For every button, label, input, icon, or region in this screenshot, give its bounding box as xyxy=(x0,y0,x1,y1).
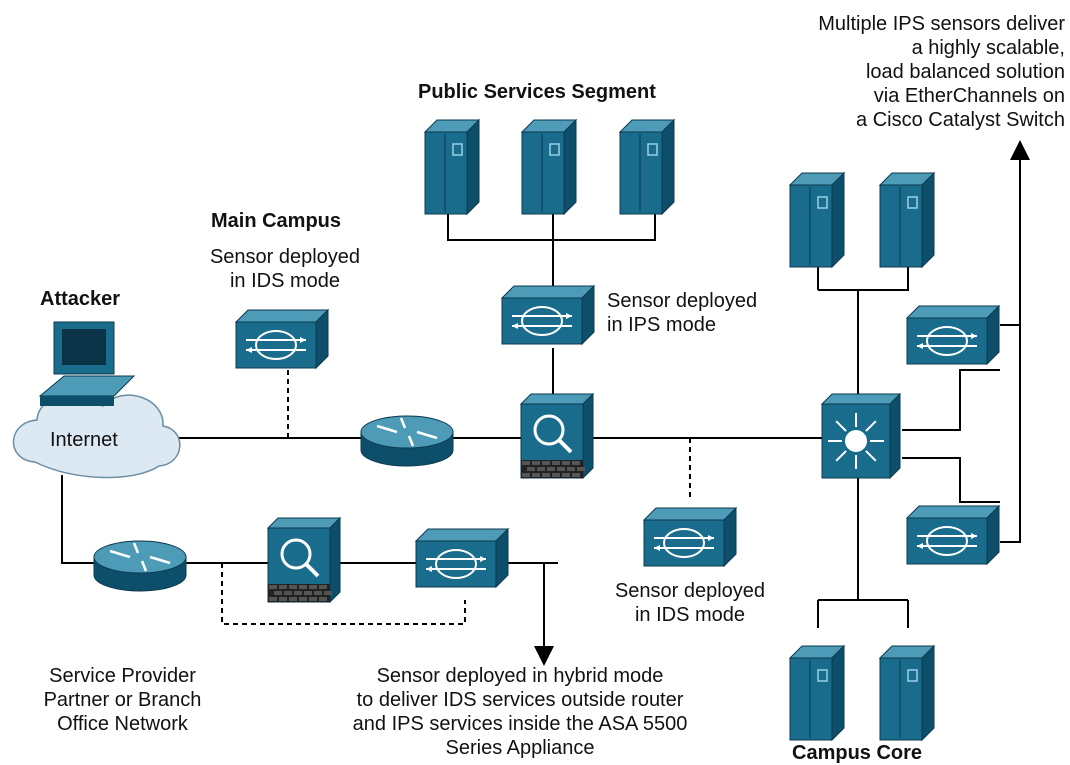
ips-sensor-icon-hybrid xyxy=(414,527,510,589)
asa-firewall-icon-main xyxy=(519,392,595,480)
ips-sensor-icon-main-campus xyxy=(234,308,330,370)
service-provider-label: Service Provider Partner or Branch Offic… xyxy=(43,665,202,735)
campus-core-heading: Campus Core xyxy=(792,742,923,764)
switch-to-ips-top-line xyxy=(902,369,1000,431)
server-icon-campus-2 xyxy=(878,171,936,269)
catalyst-switch-icon xyxy=(820,392,902,480)
ips-sensor-icon-etherchannel-2 xyxy=(905,504,1001,566)
server-icon-public-3 xyxy=(618,118,676,216)
attacker-label: Attacker xyxy=(40,288,121,310)
ips-sensor-label: Sensor deployed in IPS mode xyxy=(607,290,758,336)
ips-sensor-icon-etherchannel-1 xyxy=(905,304,1001,366)
main-campus-sensor-label: Sensor deployed in IDS mode xyxy=(209,246,361,292)
scalable-note: Multiple IPS sensors deliver a highly sc… xyxy=(818,13,1065,131)
server-icon-public-2 xyxy=(520,118,578,216)
router-icon-provider xyxy=(93,540,187,592)
ips-sensor-icon-right xyxy=(642,506,738,568)
connection-lines xyxy=(61,140,1030,666)
ids-sensor-right-label: Sensor deployed in IDS mode xyxy=(614,580,766,626)
etherchannel-bracket xyxy=(1000,324,1021,543)
hybrid-ids-tap xyxy=(221,563,466,625)
router-icon-main xyxy=(360,415,454,467)
cloud-icon xyxy=(12,393,181,479)
server-right-drop xyxy=(818,260,909,291)
main-campus-heading: Main Campus xyxy=(211,210,342,232)
provider-uplink-line xyxy=(61,475,100,564)
public-services-heading: Public Services Segment xyxy=(418,81,656,103)
hybrid-sensor-note: Sensor deployed in hybrid mode to delive… xyxy=(352,665,688,759)
asa-firewall-icon-provider xyxy=(266,516,342,604)
ips-sensor-icon-public xyxy=(500,284,596,346)
server-icon-core-2 xyxy=(878,644,936,742)
server-bus-line xyxy=(447,210,656,241)
internet-label: Internet xyxy=(50,429,118,451)
server-icon-public-1 xyxy=(423,118,481,216)
server-icon-campus-1 xyxy=(788,171,846,269)
server-icon-core-1 xyxy=(788,644,846,742)
switch-to-ips-bottom-line xyxy=(902,457,1000,503)
devices xyxy=(12,118,1001,742)
workstation-icon xyxy=(38,321,136,406)
